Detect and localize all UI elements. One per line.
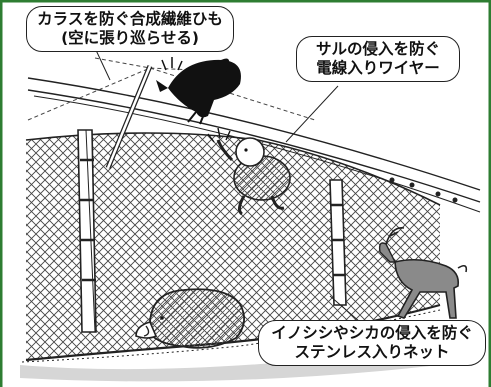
boar-callout-line1: イノシシやシカの侵入を防ぐ (271, 324, 473, 342)
boar-callout-line2: ステンレス入りネット (294, 342, 450, 361)
monkey-callout-line2: 電線入りワイヤー (316, 58, 440, 77)
ground-shadow (20, 340, 480, 382)
crow-callout-line2: (空に張り巡らせる) (61, 28, 199, 47)
deer-icon (378, 227, 468, 319)
crow-callout-line1: カラスを防ぐ合成繊維ひも (37, 10, 223, 28)
monkey-callout-line1: サルの侵入を防ぐ (315, 40, 440, 58)
fence-posts (77, 65, 347, 333)
boar-deer-net-callout: イノシシやシカの侵入を防ぐ ステンレス入りネット (258, 320, 486, 366)
crow-icon (156, 57, 241, 125)
electric-wires (27, 77, 481, 213)
crow-string-callout: カラスを防ぐ合成繊維ひも (空に張り巡らせる) (26, 6, 234, 52)
monkey-icon (207, 127, 291, 216)
boar-icon (135, 288, 246, 349)
monkey-wire-callout: サルの侵入を防ぐ 電線入りワイヤー (296, 36, 460, 82)
